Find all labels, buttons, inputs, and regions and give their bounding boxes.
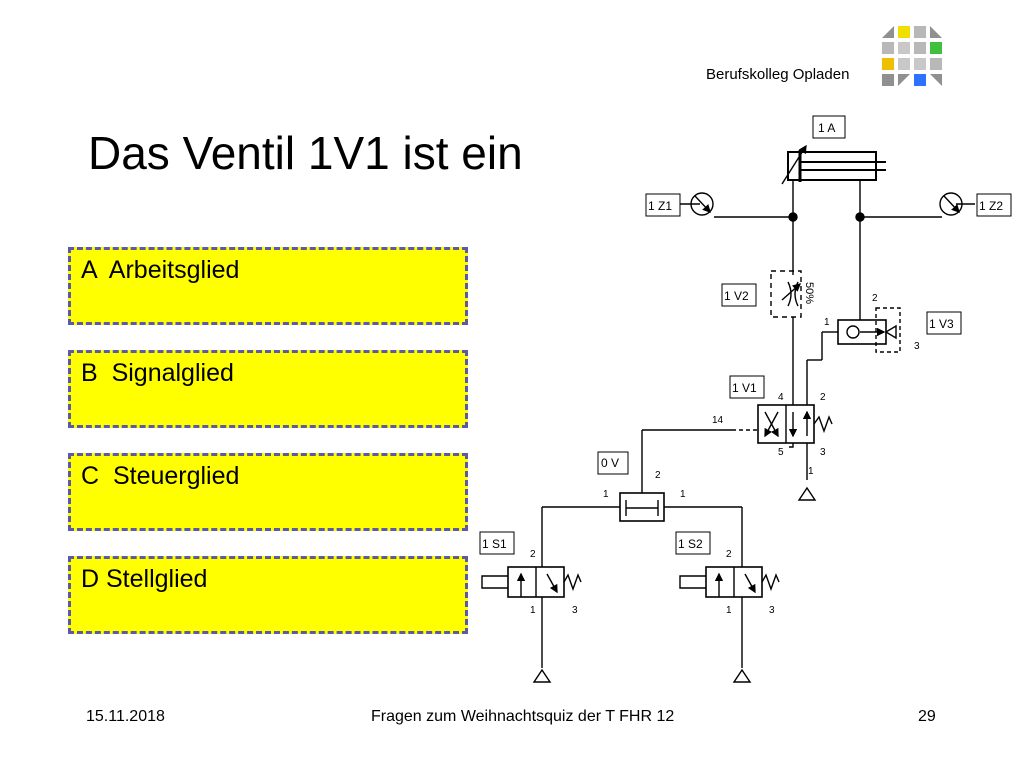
port-label: 1 bbox=[808, 466, 814, 477]
label-0v: 0 V bbox=[601, 456, 619, 470]
answer-option-c[interactable]: C Steuerglied bbox=[68, 453, 468, 531]
label-1s1: 1 S1 bbox=[482, 537, 507, 551]
flow-control-1v2 bbox=[721, 270, 802, 405]
port-label: 5 bbox=[778, 447, 784, 458]
gauge-1z1 bbox=[645, 192, 714, 217]
logo-cell bbox=[930, 58, 942, 70]
logo-cell bbox=[898, 42, 910, 54]
label-1v2: 1 V2 bbox=[724, 289, 749, 303]
footer-date: 15.11.2018 bbox=[86, 708, 165, 725]
logo-cell bbox=[882, 42, 894, 54]
valve-1s1 bbox=[479, 531, 582, 683]
port-label: 2 bbox=[655, 470, 661, 481]
port-label: 4 bbox=[778, 392, 784, 403]
and-valve-0v bbox=[541, 451, 743, 567]
label-1s2: 1 S2 bbox=[678, 537, 703, 551]
answer-label: A Arbeitsglied bbox=[81, 256, 240, 284]
logo-cell bbox=[898, 58, 910, 70]
port-label: 1 bbox=[726, 605, 732, 616]
port-label: 2 bbox=[820, 392, 826, 403]
school-logo bbox=[882, 24, 942, 86]
answer-label: D Stellglied bbox=[81, 565, 208, 593]
logo-cell bbox=[914, 42, 926, 54]
valve-1v1 bbox=[729, 375, 833, 501]
label-1z1: 1 Z1 bbox=[648, 199, 672, 213]
port-label: 3 bbox=[820, 447, 826, 458]
logo-cell bbox=[882, 26, 894, 38]
answer-label: B Signalglied bbox=[81, 359, 234, 387]
cylinder-1a bbox=[781, 115, 886, 185]
shuttle-valve-1v3 bbox=[806, 307, 962, 405]
label-1v3: 1 V3 bbox=[929, 317, 954, 331]
label-1v1: 1 V1 bbox=[732, 381, 757, 395]
logo-cell bbox=[882, 74, 894, 86]
port-label: 3 bbox=[572, 605, 578, 616]
pneumatic-circuit-diagram: 1 A 1 Z1 1 Z2 1 V2 50% 1 V3 1 V1 0 V 1 S… bbox=[479, 115, 1012, 683]
port-label: 1 bbox=[603, 489, 609, 500]
logo-cell bbox=[898, 74, 910, 86]
port-label: 3 bbox=[769, 605, 775, 616]
port-label: 3 bbox=[914, 341, 920, 352]
port-label: 2 bbox=[530, 549, 536, 560]
valve-1s2 bbox=[675, 531, 780, 683]
logo-cell bbox=[930, 26, 942, 38]
footer-title: Fragen zum Weihnachtsquiz der T FHR 12 bbox=[371, 708, 675, 725]
gauge-1z2 bbox=[939, 192, 1012, 217]
answer-option-a[interactable]: A Arbeitsglied bbox=[68, 247, 468, 325]
logo-cell bbox=[930, 42, 942, 54]
port-label: 2 bbox=[726, 549, 732, 560]
logo-cell bbox=[914, 26, 926, 38]
port-label: 2 bbox=[872, 293, 878, 304]
logo-cell bbox=[914, 74, 926, 86]
answer-label: C Steuerglied bbox=[81, 462, 240, 490]
page-title: Das Ventil 1V1 ist ein bbox=[88, 127, 523, 179]
label-1a: 1 A bbox=[818, 121, 835, 135]
footer-page-number: 29 bbox=[918, 708, 936, 725]
port-label: 14 bbox=[712, 415, 724, 426]
label-v2-percent: 50% bbox=[803, 282, 815, 304]
port-label: 1 bbox=[824, 317, 830, 328]
port-label: 1 bbox=[680, 489, 686, 500]
label-1z2: 1 Z2 bbox=[979, 199, 1003, 213]
logo-cell bbox=[882, 58, 894, 70]
logo-cell bbox=[914, 58, 926, 70]
port-label: 1 bbox=[530, 605, 536, 616]
answer-option-d[interactable]: D Stellglied bbox=[68, 556, 468, 634]
logo-cell bbox=[930, 74, 942, 86]
answer-option-b[interactable]: B Signalglied bbox=[68, 350, 468, 428]
logo-cell bbox=[898, 26, 910, 38]
school-name: Berufskolleg Opladen bbox=[706, 66, 850, 83]
